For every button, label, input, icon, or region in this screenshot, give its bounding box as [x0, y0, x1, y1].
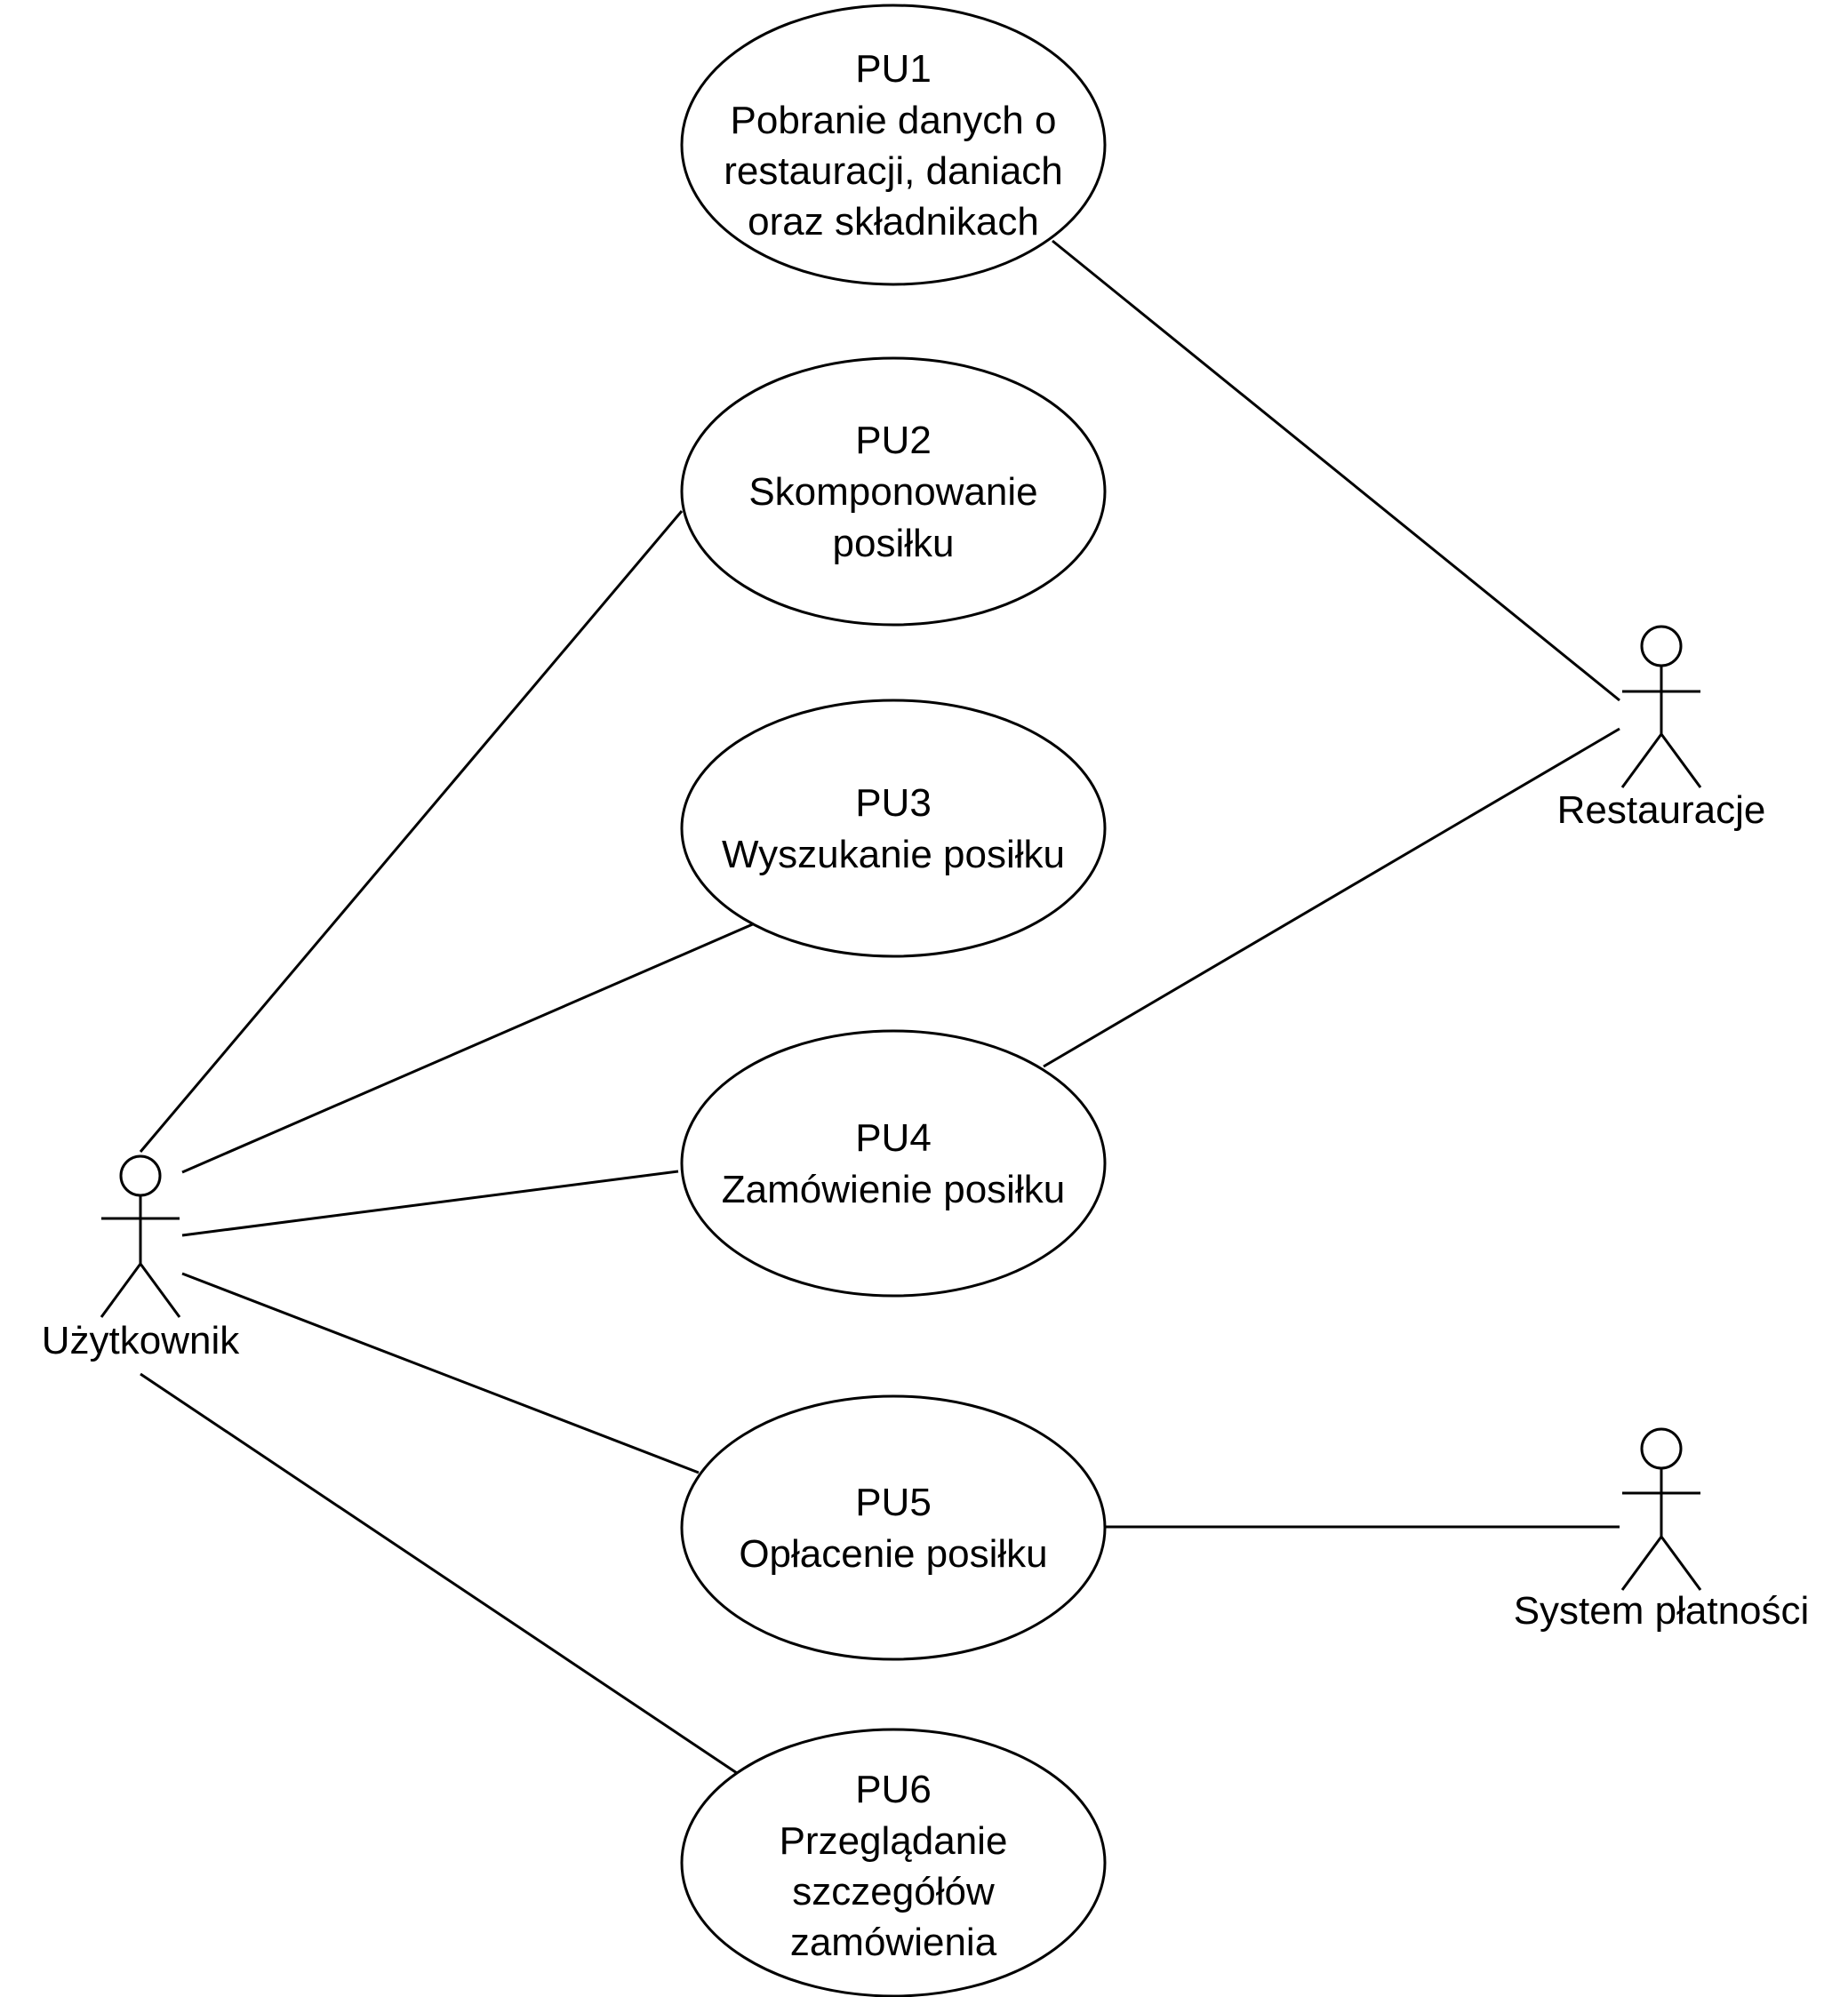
stick-figure-icon — [1620, 625, 1702, 788]
use-case-label-line: restauracji, daniach — [724, 149, 1063, 193]
use-case-label-line: Zamówienie posiłku — [722, 1168, 1065, 1211]
use-case-ellipse — [680, 1029, 1107, 1298]
associations — [139, 239, 1620, 1775]
use-case-label-line: Skomponowanie — [748, 470, 1037, 514]
use-case-label-line: PU6 — [855, 1768, 932, 1811]
use-case-pu1: PU1 Pobranie danych o restauracji, dania… — [680, 4, 1107, 286]
use-case-label-line: szczegółów — [792, 1870, 995, 1913]
stick-figure-icon — [1620, 1427, 1702, 1591]
stick-figure-icon — [100, 1154, 181, 1318]
use-case-pu5: PU5 Opłacenie posiłku — [680, 1394, 1107, 1661]
association-pu4-restauracje — [1043, 727, 1620, 1068]
use-case-pu3: PU3 Wyszukanie posiłku — [680, 699, 1107, 958]
use-case-label-line: Pobranie danych o — [731, 99, 1057, 142]
use-case-ellipse — [680, 1728, 1107, 1997]
use-case-label-line: posiłku — [833, 522, 955, 565]
use-case-label-line: PU5 — [855, 1481, 932, 1524]
actor-label: System płatności — [1514, 1589, 1810, 1633]
use-case-label-line: PU4 — [855, 1116, 932, 1160]
use-case-label-line: oraz składnikach — [748, 200, 1039, 244]
use-case-pu6: PU6 Przeglądanie szczegółów zamówienia — [680, 1728, 1107, 1997]
use-case-ellipse — [680, 356, 1107, 627]
use-case-ellipse — [680, 699, 1107, 958]
use-case-label-line: zamówienia — [790, 1921, 997, 1964]
use-case-label-line: PU2 — [855, 419, 932, 462]
use-case-label-line: PU1 — [855, 47, 932, 91]
use-case-ellipse — [680, 4, 1107, 286]
use-case-label-line: Opłacenie posiłku — [739, 1532, 1047, 1576]
use-case-pu2: PU2 Skomponowanie posiłku — [680, 356, 1107, 627]
use-case-label-line: Wyszukanie posiłku — [722, 833, 1065, 876]
association-uzytkownik-pu4 — [181, 1170, 679, 1237]
association-pu1-restauracje — [1052, 239, 1620, 702]
association-uzytkownik-pu3 — [181, 922, 756, 1174]
association-uzytkownik-pu6 — [140, 1372, 738, 1775]
use-case-label-line: Przeglądanie — [780, 1819, 1008, 1863]
actor-label: Użytkownik — [42, 1319, 240, 1362]
actor-system-platnosci: System płatności — [1514, 1427, 1810, 1633]
actor-restauracje: Restauracje — [1557, 625, 1766, 832]
association-uzytkownik-pu2 — [139, 510, 684, 1153]
use-case-pu4: PU4 Zamówienie posiłku — [680, 1029, 1107, 1298]
actor-uzytkownik: Użytkownik — [42, 1154, 240, 1362]
actor-label: Restauracje — [1557, 788, 1766, 832]
association-uzytkownik-pu5 — [181, 1272, 700, 1474]
use-case-ellipse — [680, 1394, 1107, 1661]
use-case-label-line: PU3 — [855, 781, 932, 825]
